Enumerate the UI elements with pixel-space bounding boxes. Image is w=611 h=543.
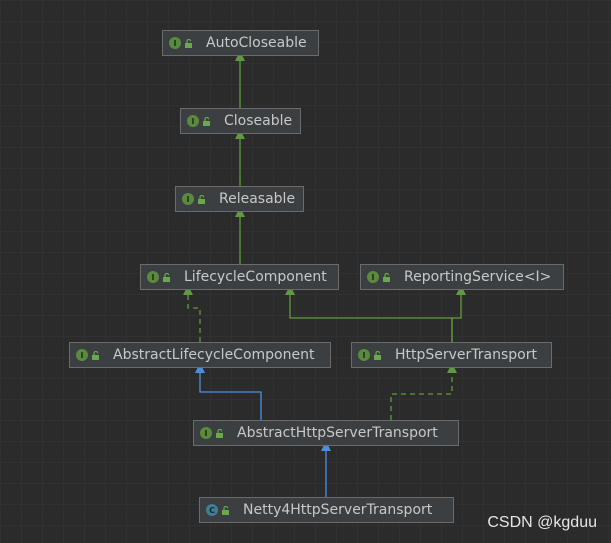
interface-icon: I (147, 271, 159, 283)
unlock-icon (216, 428, 223, 438)
unlock-icon (203, 116, 210, 126)
unlock-icon (383, 272, 390, 282)
node-abstractlifecyclecomponent[interactable]: I AbstractLifecycleComponent (69, 342, 331, 368)
interface-icon: I (182, 193, 194, 205)
node-httpservertransport[interactable]: I HttpServerTransport (351, 342, 552, 368)
node-label: AbstractLifecycleComponent (113, 347, 315, 363)
edge-abstracthttpservertransport-to-abstractlifecyclecomponent (195, 363, 262, 420)
node-label: Closeable (224, 113, 293, 129)
node-label: AutoCloseable (206, 35, 307, 51)
node-reportingservice[interactable]: I ReportingService<I> (360, 264, 564, 290)
unlock-icon (374, 350, 381, 360)
abstract-class-icon: I (200, 427, 212, 439)
interface-icon: I (358, 349, 370, 361)
node-lifecyclecomponent[interactable]: I LifecycleComponent (140, 264, 339, 290)
node-label: Netty4HttpServerTransport (243, 502, 433, 518)
unlock-icon (222, 505, 229, 515)
abstract-class-icon: I (76, 349, 88, 361)
node-closeable[interactable]: I Closeable (180, 108, 301, 134)
interface-icon: I (187, 115, 199, 127)
node-abstracthttpservertransport[interactable]: I AbstractHttpServerTransport (193, 420, 459, 446)
edge-httpservertransport-to-reportingservice (451, 285, 466, 342)
edge-httpservertransport-to-lifecyclecomponent (285, 285, 453, 342)
node-netty4httpservertransport[interactable]: C Netty4HttpServerTransport (199, 497, 454, 523)
unlock-icon (92, 350, 99, 360)
node-releasable[interactable]: I Releasable (175, 186, 304, 212)
unlock-icon (198, 194, 205, 204)
node-label: HttpServerTransport (395, 347, 537, 363)
node-autocloseable[interactable]: I AutoCloseable (162, 30, 319, 56)
node-label: ReportingService (404, 269, 524, 285)
unlock-icon (163, 272, 170, 282)
node-label: LifecycleComponent (184, 269, 327, 285)
node-label: AbstractHttpServerTransport (237, 425, 438, 441)
edge-abstractlifecyclecomponent-to-lifecyclecomponent (183, 285, 201, 342)
unlock-icon (185, 38, 192, 48)
generic-parameter: <I> (523, 269, 552, 285)
interface-icon: I (169, 37, 181, 49)
watermark: CSDN @kgduu (487, 514, 597, 531)
interface-icon: I (367, 271, 379, 283)
edge-abstracthttpservertransport-to-httpservertransport (390, 363, 457, 420)
node-label: Releasable (219, 191, 296, 207)
class-icon: C (206, 504, 218, 516)
